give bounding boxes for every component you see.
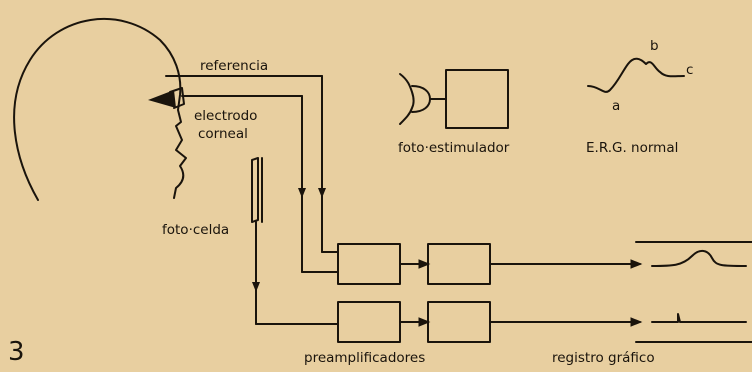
amp-2-box bbox=[427, 301, 491, 343]
preamp-1-box bbox=[337, 243, 401, 285]
head-profile bbox=[13, 18, 187, 201]
label-wave-b: b bbox=[650, 38, 659, 54]
recorder-trace-erg bbox=[651, 250, 747, 267]
preamp-2-box bbox=[337, 301, 401, 343]
label-foto-celda: foto·celda bbox=[162, 222, 229, 238]
amp-1-box bbox=[427, 243, 491, 285]
figure-number: 3 bbox=[8, 337, 25, 367]
eye-icon bbox=[148, 90, 176, 108]
photocell-icon bbox=[251, 157, 259, 223]
label-referencia: referencia bbox=[200, 58, 268, 74]
label-wave-c: c bbox=[686, 62, 693, 78]
recorder-frame bbox=[635, 241, 752, 343]
ref-arrow bbox=[318, 188, 326, 198]
label-foto-estimulador: foto·estimulador bbox=[398, 140, 510, 156]
label-preamplificadores: preamplificadores bbox=[304, 350, 425, 366]
label-wave-a: a bbox=[612, 98, 620, 114]
label-corneal: corneal bbox=[198, 126, 248, 142]
label-electrodo: electrodo bbox=[194, 108, 257, 124]
elec-arrow bbox=[298, 188, 306, 198]
photostimulator-box bbox=[445, 69, 509, 129]
label-erg-normal: E.R.G. normal bbox=[586, 140, 678, 156]
recorder-trace-marker bbox=[651, 313, 747, 323]
erg-waveform bbox=[587, 57, 685, 93]
lamp-icon bbox=[399, 73, 415, 125]
label-registro-grafico: registro gráfico bbox=[552, 350, 655, 366]
